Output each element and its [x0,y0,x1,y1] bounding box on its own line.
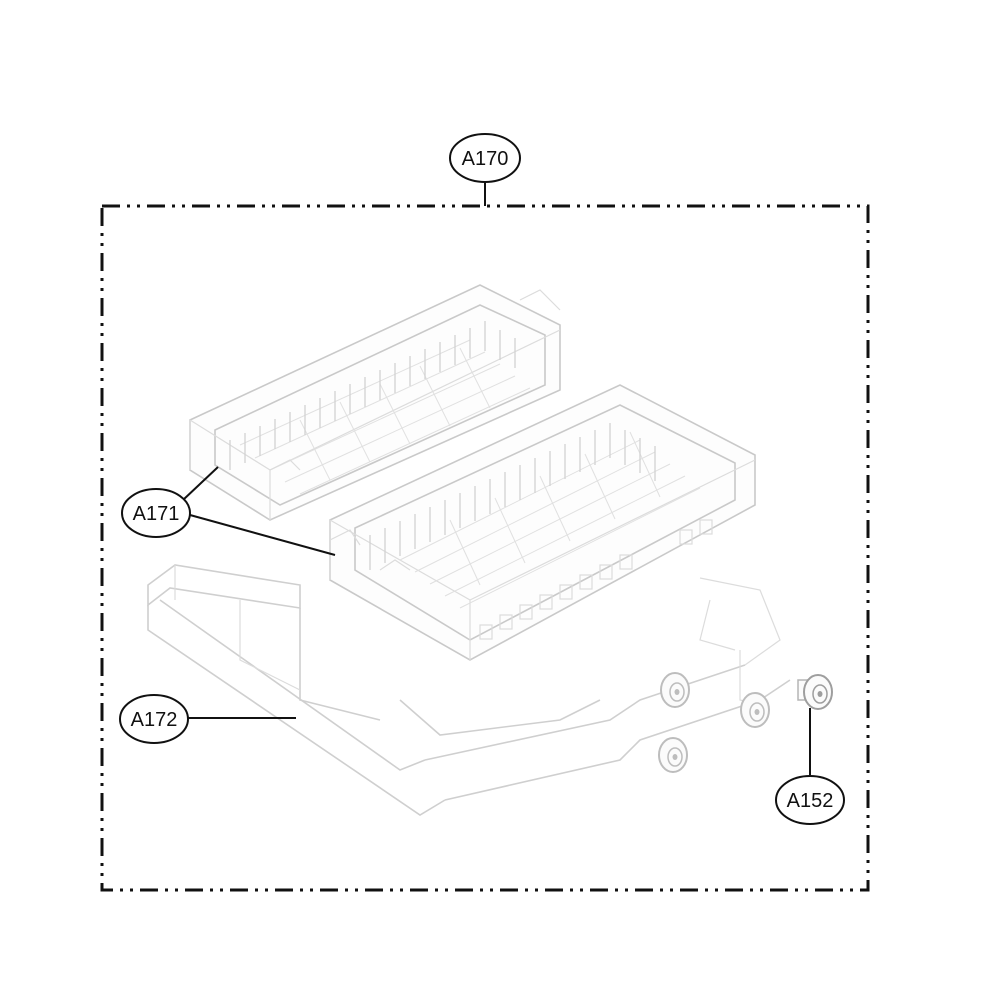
rollers-drawing [658,672,833,773]
callout-a170-label: A170 [462,148,509,170]
callout-a171-label: A171 [133,503,180,525]
roller-1 [660,672,690,708]
roller-3 [658,737,688,773]
callout-a152-label: A152 [787,790,834,812]
leader-a171-left [182,466,219,501]
callout-a171: A171 [121,488,191,538]
callout-a172-label: A172 [131,709,178,731]
leader-lines [182,182,811,775]
callout-a172: A172 [119,694,189,744]
callout-a170: A170 [449,133,521,183]
left-basket-drawing [189,284,561,521]
callout-a152: A152 [775,775,845,825]
right-basket-drawing [329,384,756,661]
roller-2 [740,692,770,728]
roller-4 [797,674,833,710]
rack-frame-drawing [147,564,791,816]
assembly-boundary [100,204,870,892]
leader-a171-right [189,514,336,556]
